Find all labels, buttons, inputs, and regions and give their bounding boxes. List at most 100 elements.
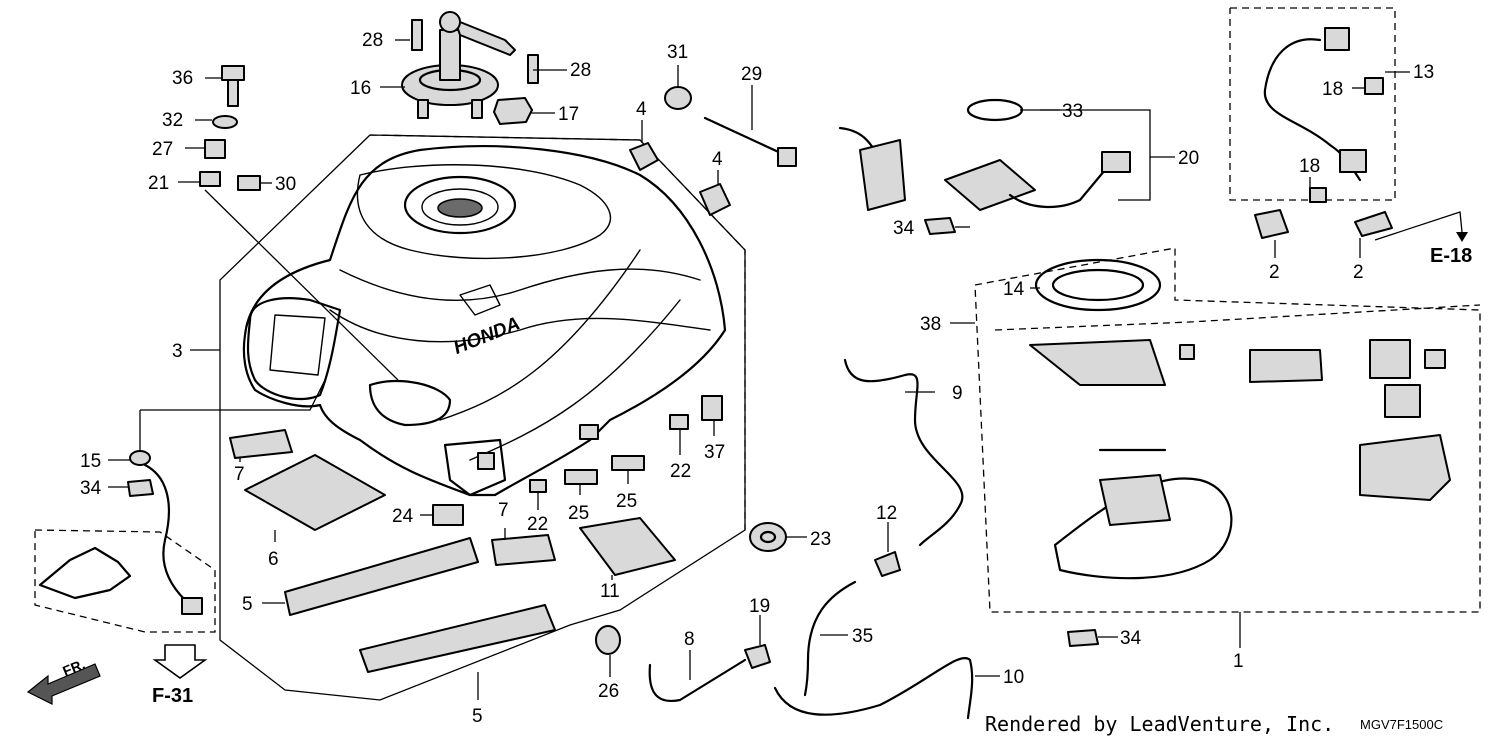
tank-group-outline bbox=[219, 134, 746, 701]
bolt-29 bbox=[703, 116, 797, 167]
callout-5a: 5 bbox=[242, 594, 253, 615]
pump-assembly-outline bbox=[974, 247, 1481, 613]
collar-27 bbox=[204, 139, 226, 159]
callout-10: 10 bbox=[1003, 667, 1024, 688]
honda-wordmark: HONDA bbox=[451, 313, 523, 359]
pad-5b bbox=[359, 604, 556, 673]
ground-wire-15 bbox=[129, 450, 203, 615]
grommet-4a bbox=[629, 142, 659, 171]
bracket-group-outline bbox=[34, 529, 216, 633]
callout-1: 1 bbox=[1233, 651, 1244, 672]
e18-arrow-icon bbox=[1374, 211, 1468, 242]
clamp-2a bbox=[1254, 209, 1289, 239]
clamp-2b bbox=[1354, 211, 1393, 237]
callout-24: 24 bbox=[392, 506, 414, 527]
callout-22a: 22 bbox=[527, 514, 548, 535]
callout-26: 26 bbox=[598, 681, 619, 702]
hose-13-outline bbox=[1229, 7, 1396, 201]
pad-22b bbox=[669, 414, 689, 430]
callout-2b: 2 bbox=[1353, 262, 1364, 283]
nut-34a bbox=[924, 217, 956, 235]
callout-33: 33 bbox=[1062, 101, 1083, 122]
pad-25b bbox=[611, 455, 645, 471]
callout-16: 16 bbox=[350, 78, 371, 99]
callout-2a: 2 bbox=[1269, 262, 1280, 283]
callout-34c: 34 bbox=[1120, 628, 1142, 649]
ref-e18: E-18 bbox=[1430, 245, 1472, 267]
pad-6 bbox=[244, 454, 386, 531]
clip-18a bbox=[1364, 77, 1384, 95]
callout-9: 9 bbox=[952, 383, 963, 404]
pad-7a bbox=[229, 429, 293, 459]
hose-10 bbox=[773, 657, 974, 720]
callout-31: 31 bbox=[667, 42, 688, 63]
nut-17 bbox=[493, 97, 533, 125]
hose-8 bbox=[648, 658, 747, 703]
callout-18a: 18 bbox=[1322, 79, 1343, 100]
callout-5b: 5 bbox=[472, 706, 483, 727]
f31-arrow-icon bbox=[152, 644, 208, 679]
callout-37: 37 bbox=[704, 442, 725, 463]
callout-36: 36 bbox=[172, 68, 193, 89]
ref-f31: F-31 bbox=[152, 685, 193, 707]
bracket bbox=[38, 546, 132, 600]
callout-29: 29 bbox=[741, 64, 762, 85]
fuel-tank: HONDA bbox=[242, 145, 727, 497]
packing-14 bbox=[1034, 258, 1162, 312]
screw-30 bbox=[237, 175, 261, 191]
grommet-21 bbox=[199, 171, 221, 187]
grommet-4b bbox=[699, 183, 731, 216]
o-ring-33 bbox=[966, 98, 1024, 122]
pad-22a bbox=[529, 479, 547, 493]
fuel-filler-cap bbox=[401, 11, 516, 119]
callout-19: 19 bbox=[749, 596, 770, 617]
pad-7b bbox=[491, 534, 556, 566]
callout-14: 14 bbox=[1003, 279, 1025, 300]
callout-6: 6 bbox=[268, 549, 279, 570]
callout-28b: 28 bbox=[570, 60, 591, 81]
bolt-36 bbox=[221, 65, 245, 107]
callout-7b: 7 bbox=[498, 500, 509, 521]
leader-lines bbox=[108, 39, 1410, 700]
callout-11: 11 bbox=[600, 581, 620, 602]
hose-35 bbox=[803, 580, 857, 697]
hose-9 bbox=[843, 358, 964, 547]
callout-4a: 4 bbox=[636, 99, 647, 120]
callout-21: 21 bbox=[148, 173, 169, 194]
callout-15: 15 bbox=[80, 451, 101, 472]
callout-18b: 18 bbox=[1299, 156, 1320, 177]
hose-13 bbox=[1263, 27, 1367, 182]
washer-32 bbox=[212, 115, 238, 129]
front-arrow-label: FR. bbox=[60, 656, 87, 679]
callout-27: 27 bbox=[152, 139, 173, 160]
nut-34c bbox=[1067, 629, 1099, 647]
callout-25a: 25 bbox=[568, 503, 589, 524]
callout-25b: 25 bbox=[616, 491, 637, 512]
callout-30: 30 bbox=[275, 174, 296, 195]
callout-34a: 34 bbox=[893, 218, 915, 239]
filler-bolt-28b bbox=[527, 54, 539, 84]
pad-11 bbox=[579, 517, 676, 576]
front-arrow: FR. bbox=[26, 656, 101, 705]
callout-17: 17 bbox=[558, 104, 579, 125]
filler-bolt-28a bbox=[411, 19, 423, 51]
callout-13: 13 bbox=[1413, 62, 1434, 83]
callout-38: 38 bbox=[920, 314, 941, 335]
pad-24 bbox=[432, 504, 464, 526]
callout-23: 23 bbox=[810, 529, 831, 550]
clip-12 bbox=[874, 551, 901, 577]
callout-7a: 7 bbox=[234, 464, 245, 485]
callout-35: 35 bbox=[852, 626, 873, 647]
cap-31 bbox=[664, 86, 692, 110]
pad-25a bbox=[564, 469, 598, 485]
tank-group-dash bbox=[369, 134, 746, 530]
callout-4b: 4 bbox=[712, 149, 723, 170]
callout-28a: 28 bbox=[362, 30, 383, 51]
grommet-23 bbox=[749, 522, 787, 552]
pad-37 bbox=[701, 395, 723, 421]
callout-22b: 22 bbox=[670, 461, 691, 482]
clip-18b bbox=[1309, 187, 1327, 203]
fuel-pump-assembly-1 bbox=[1029, 339, 1451, 580]
diagram-code: MGV7F1500C bbox=[1360, 717, 1443, 732]
